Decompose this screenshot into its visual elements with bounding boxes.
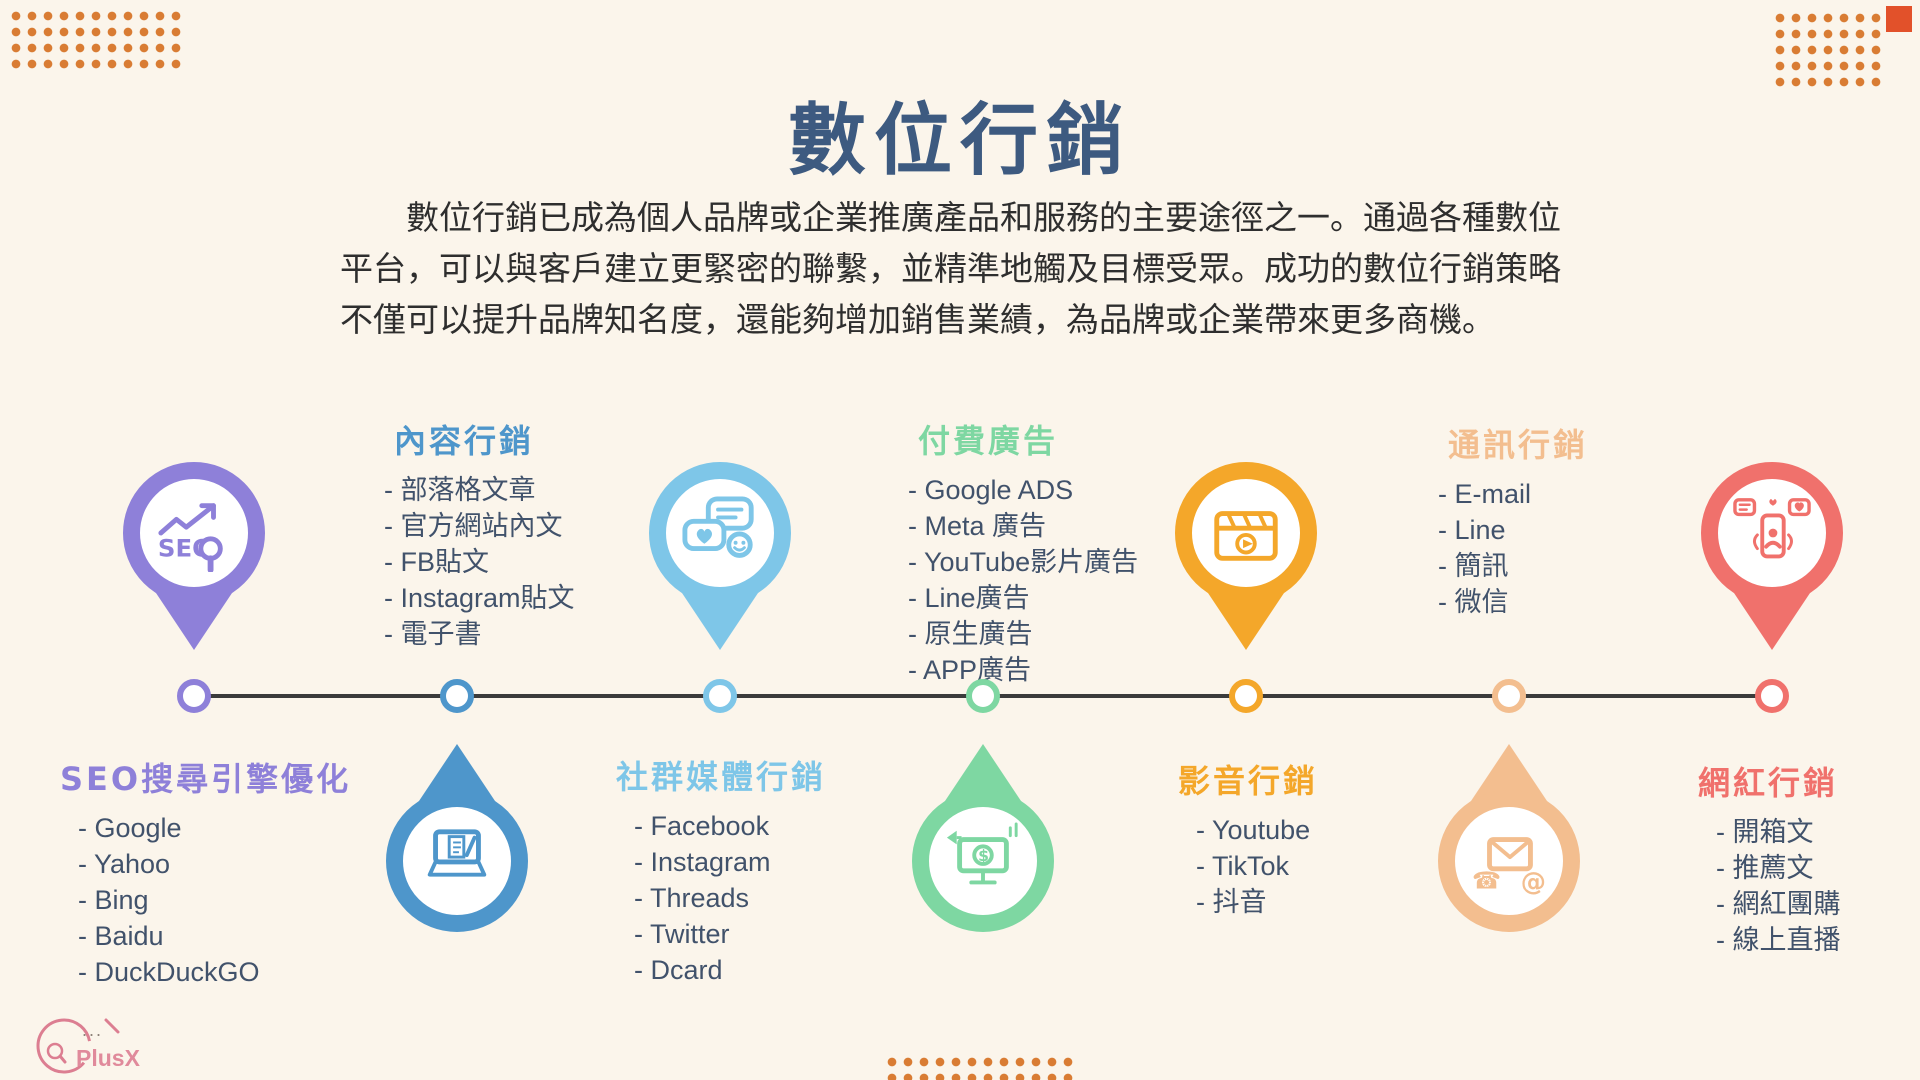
page-title: 數位行銷	[787, 97, 1132, 184]
category-title: 影音行銷	[1178, 762, 1319, 800]
clapperboard-icon	[1214, 511, 1278, 561]
dots-decoration-top-right	[1772, 10, 1884, 90]
pin-tail	[154, 590, 234, 650]
intro-paragraph: 數位行銷已成為個人品牌或企業推廣產品和服務的主要途徑之一。通過各種數位 平台，可…	[340, 194, 1610, 347]
svg-text:...: ...	[82, 1020, 103, 1040]
pin-circle	[1701, 462, 1843, 604]
category-title: 內容行銷	[394, 422, 535, 460]
pin-circle: SEO	[123, 462, 265, 604]
pin-paid-ads-marker: $	[908, 744, 1058, 932]
list-item: - Instagram貼文	[384, 583, 575, 613]
list-item: - 抖音	[1196, 887, 1267, 917]
list-item: - YouTube影片廣告	[908, 547, 1139, 577]
influencer-phone-icon	[1733, 498, 1811, 559]
category-title: 社群媒體行銷	[616, 758, 827, 796]
mail-phone-icon: ☎ @	[1472, 837, 1546, 896]
list-item: - Line	[1438, 515, 1506, 545]
list-item: - Meta 廣告	[908, 511, 1047, 541]
timeline-node-paid-ads	[966, 679, 1000, 713]
list-item: - Google ADS	[908, 475, 1074, 505]
list-item: - Instagram	[634, 847, 771, 877]
category-paid-ads: 付費廣告 - Google ADS - Meta 廣告 - YouTube影片廣…	[908, 416, 1138, 688]
laptop-writing-icon	[427, 829, 487, 877]
list-item: - TikTok	[1196, 851, 1290, 881]
plusx-logo-graphic: ... PlusX	[36, 1018, 141, 1074]
seo-search-chart-icon: SEO	[158, 503, 223, 572]
list-item: - 電子書	[384, 619, 482, 649]
timeline-node-social	[703, 679, 737, 713]
timeline-node-video	[1229, 679, 1263, 713]
pin-influencer-marker	[1697, 462, 1847, 650]
timeline-node-influencer	[1755, 679, 1789, 713]
pin-social-marker	[645, 462, 795, 650]
dots-decoration-bottom-center	[884, 1054, 1076, 1080]
svg-text:☎: ☎	[1472, 866, 1501, 894]
svg-text:@: @	[1521, 866, 1546, 896]
list-item: - DuckDuckGO	[78, 957, 260, 987]
list-item: - Baidu	[78, 921, 164, 951]
timeline-node-messaging	[1492, 679, 1526, 713]
pin-tail	[1206, 590, 1286, 650]
pin-video-marker	[1171, 462, 1321, 650]
list-item: - FB貼文	[384, 547, 489, 577]
list-item: - Youtube	[1196, 815, 1311, 845]
pin-circle: ☎ @	[1438, 790, 1580, 932]
list-item: - 推薦文	[1716, 853, 1814, 883]
pin-seo-marker: SEO	[119, 462, 269, 650]
pin-circle	[649, 462, 791, 604]
list-item: - 官方網站內文	[384, 511, 563, 541]
timeline-node-content	[440, 679, 474, 713]
intro-line-2: 平台，可以與客戶建立更緊密的聯繫，並精準地觸及目標受眾。成功的數位行銷策略	[340, 252, 1561, 288]
category-seo: SEO搜尋引擎優化 - Google - Yahoo - Bing - Baid…	[60, 754, 351, 990]
pin-content-marker	[382, 744, 532, 932]
category-influencer-marketing: 網紅行銷 - 開箱文 - 推薦文 - 網紅團購 - 線上直播	[1698, 758, 1841, 958]
intro-line-3: 不僅可以提升品牌知名度，還能夠增加銷售業績，為品牌或企業帶來更多商機。	[340, 303, 1495, 339]
list-item: - APP廣告	[908, 655, 1032, 685]
list-item: - 微信	[1438, 587, 1509, 617]
svg-text:$: $	[978, 847, 989, 865]
chat-bubbles-icon	[682, 496, 754, 558]
category-title: 通訊行銷	[1448, 426, 1589, 464]
pin-tail	[680, 590, 760, 650]
list-item: - Yahoo	[78, 849, 171, 879]
corner-square-decoration	[1886, 6, 1912, 32]
list-item: - 網紅團購	[1716, 889, 1841, 919]
category-title: SEO搜尋引擎優化	[60, 760, 352, 798]
list-item: - Google	[78, 813, 182, 843]
category-social-media: 社群媒體行銷 - Facebook - Instagram - Threads …	[616, 752, 826, 988]
category-title: 網紅行銷	[1698, 764, 1839, 802]
list-item: - 簡訊	[1438, 551, 1509, 581]
dots-decoration-top-left	[8, 8, 186, 72]
timeline-node-seo	[177, 679, 211, 713]
ads-monitor-icon: $	[946, 822, 1018, 885]
list-item: - 部落格文章	[384, 475, 536, 505]
plusx-logo: ... PlusX	[30, 1008, 180, 1080]
list-item: - E-mail	[1438, 479, 1531, 509]
category-content-marketing: 內容行銷 - 部落格文章 - 官方網站內文 - FB貼文 - Instagram…	[384, 416, 575, 652]
category-title: 付費廣告	[918, 422, 1059, 460]
intro-line-1: 數位行銷已成為個人品牌或企業推廣產品和服務的主要途徑之一。通過各種數位	[406, 201, 1561, 237]
svg-text:PlusX: PlusX	[76, 1045, 141, 1071]
list-item: - Facebook	[634, 811, 770, 841]
pin-tail	[1732, 590, 1812, 650]
pin-circle	[386, 790, 528, 932]
category-messaging-marketing: 通訊行銷 - E-mail - Line - 簡訊 - 微信	[1438, 420, 1588, 620]
list-item: - Bing	[78, 885, 149, 915]
pin-circle: $	[912, 790, 1054, 932]
list-item: - 線上直播	[1716, 925, 1841, 955]
list-item: - Threads	[634, 883, 750, 913]
list-item: - Dcard	[634, 955, 723, 985]
pin-circle	[1175, 462, 1317, 604]
list-item: - 原生廣告	[908, 619, 1033, 649]
pin-messaging-marker: ☎ @	[1434, 744, 1584, 932]
category-video-marketing: 影音行銷 - Youtube - TikTok - 抖音	[1178, 756, 1318, 920]
list-item: - Twitter	[634, 919, 730, 949]
list-item: - 開箱文	[1716, 817, 1814, 847]
list-item: - Line廣告	[908, 583, 1030, 613]
